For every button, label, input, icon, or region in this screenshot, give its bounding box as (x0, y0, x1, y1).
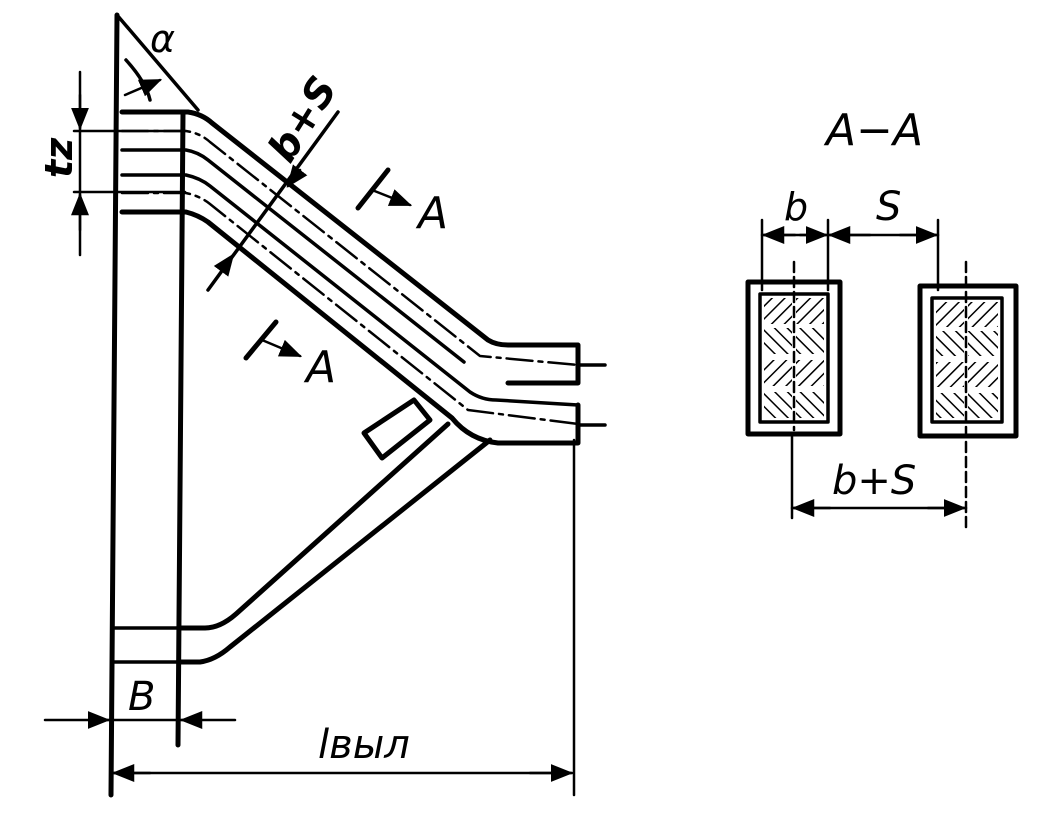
left-strand-2a (764, 328, 792, 354)
slot-edge-line (175, 109, 186, 748)
lower-coil-outline (119, 209, 581, 446)
return-coil-lower-edge (177, 437, 493, 665)
section-mark-upper-arrow (370, 188, 413, 207)
upper-coil-layer-1 (120, 148, 466, 364)
right-strand-4b (968, 393, 998, 418)
section-title: A−A (823, 105, 923, 156)
coil-side-view: α tz b+S A A B lвыл (37, 12, 607, 798)
left-strand-3a (764, 360, 792, 386)
l-vyl-label: lвыл (318, 722, 410, 768)
right-strand-1a (936, 302, 964, 327)
left-strand-4b (796, 392, 824, 418)
left-strand-3b (796, 360, 824, 386)
b-plus-s-arrow-top (286, 164, 308, 188)
alpha-label: α (150, 17, 175, 61)
right-coil-insulation (917, 283, 1019, 439)
lower-coil-top-edge (120, 173, 580, 407)
right-strand-1b (968, 302, 998, 327)
upper-coil-axis (120, 129, 580, 367)
s-label: S (876, 184, 901, 230)
tz-label: tz (37, 137, 81, 178)
spacer-block (361, 397, 433, 461)
section-mark-upper-label: A (415, 188, 448, 239)
section-mark-upper-stroke (355, 167, 391, 211)
left-strand-1b (796, 298, 824, 324)
section-mark-lower-label: A (303, 342, 336, 393)
alpha-arrow (123, 78, 163, 97)
right-strand-2a (936, 331, 964, 356)
right-strand-3b (968, 362, 998, 387)
section-mark-lower-arrow (260, 338, 303, 358)
alpha-angle-line (115, 13, 200, 112)
right-strand-4a (936, 393, 964, 418)
right-strand-3a (936, 362, 964, 387)
upper-coil-outline (119, 109, 581, 386)
return-coil-upper-edge (177, 421, 451, 631)
left-strand-1a (764, 298, 792, 324)
core-edge-line (108, 12, 120, 798)
left-strand-2b (796, 328, 824, 354)
b-width-label: B (128, 674, 155, 720)
b-plus-s-section-label: b+S (832, 458, 916, 504)
left-strand-4a (764, 392, 792, 418)
lower-coil-axis (120, 191, 580, 426)
section-a-a: A−A b S (745, 105, 1019, 532)
b-label: b (784, 185, 808, 229)
b-plus-s-arrow-bottom (213, 253, 235, 277)
right-strand-2b (968, 331, 998, 356)
